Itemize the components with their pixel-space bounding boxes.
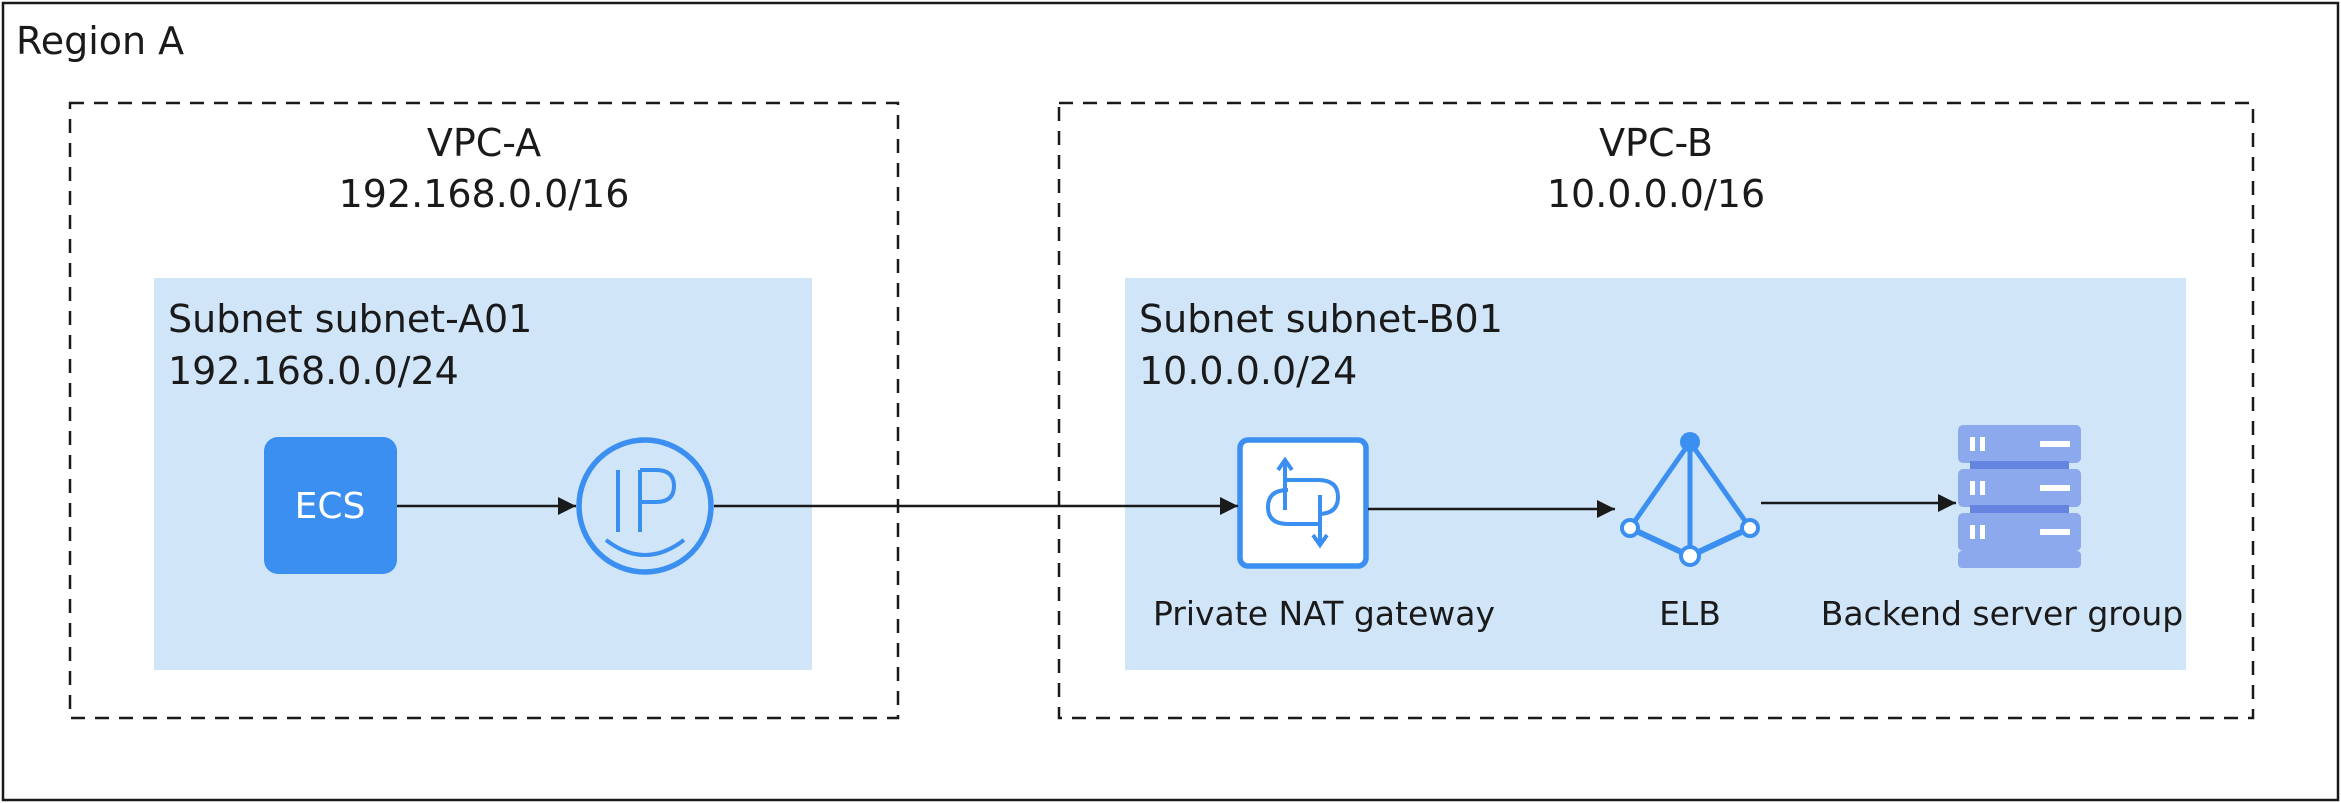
vpc-a-boundary <box>68 101 900 720</box>
nat-gateway-icon <box>1237 437 1369 569</box>
server-group-icon <box>1958 425 2081 568</box>
subnet-a01-name: Subnet subnet-A01 <box>168 297 532 341</box>
subnet-b01-cidr: 10.0.0.0/24 <box>1139 349 1357 393</box>
elb-icon <box>1620 432 1760 567</box>
vpc-b-boundary <box>1057 101 2255 720</box>
elb-label: ELB <box>1659 594 1721 633</box>
vpc-a-name: VPC-A <box>427 121 541 165</box>
vpc-b-cidr: 10.0.0.0/16 <box>1547 172 1765 216</box>
subnet-b01-name: Subnet subnet-B01 <box>1139 297 1503 341</box>
region-title: Region A <box>16 19 184 63</box>
nat-gateway-label: Private NAT gateway <box>1153 594 1495 633</box>
ecs-icon: ECS <box>264 437 397 574</box>
ip-icon <box>576 437 714 575</box>
subnet-a01-cidr: 192.168.0.0/24 <box>168 349 459 393</box>
ecs-label: ECS <box>295 486 366 527</box>
vpc-b-name: VPC-B <box>1599 121 1713 165</box>
vpc-a-cidr: 192.168.0.0/16 <box>339 172 630 216</box>
server-group-label: Backend server group <box>1821 594 2183 633</box>
